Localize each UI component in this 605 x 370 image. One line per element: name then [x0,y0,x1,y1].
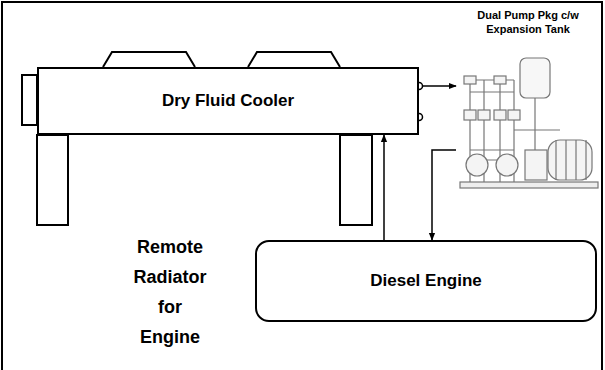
fan-housing [103,52,195,67]
cooler-leg [37,135,68,225]
flow-arrow [423,85,456,87]
header-box [22,75,37,125]
pump-illustration [460,58,598,188]
flow-arrow [383,135,385,240]
cooler-leg [340,135,372,225]
cooler-box: Dry Fluid Cooler [37,67,419,135]
radiator-label: Remote Radiator for Engine [127,232,213,352]
node-label: Dry Fluid Cooler [162,91,294,111]
node-label: Dual Pump Pkg c/w Expansion Tank [464,8,592,36]
engine-box: Diesel Engine [255,240,597,322]
node-label: Diesel Engine [370,271,481,291]
pump-package: Dual Pump Pkg c/w Expansion Tank [456,8,600,194]
flow-arrow [432,150,456,240]
fan-housing [248,52,340,67]
